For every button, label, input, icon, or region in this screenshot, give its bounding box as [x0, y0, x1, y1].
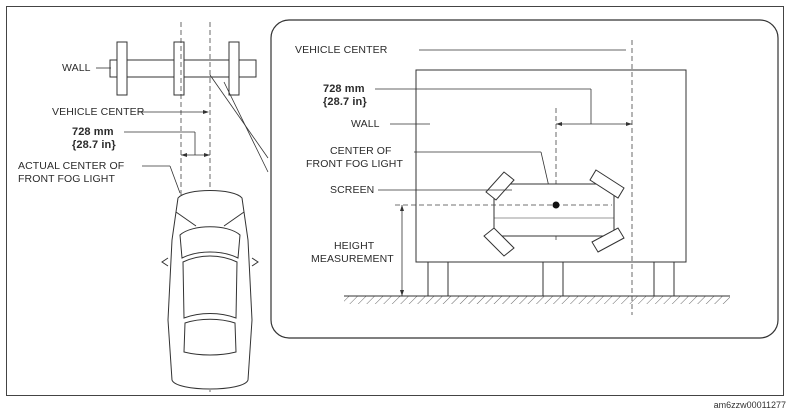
wall-label-right: WALL — [351, 118, 380, 130]
figure-code: am6zzw00011277 — [713, 400, 786, 410]
car-top-view — [161, 190, 259, 390]
height-measurement-label-line1: HEIGHT — [334, 240, 375, 252]
actual-center-label-line2: FRONT FOG LIGHT — [18, 173, 115, 185]
distance-in-label-left: {28.7 in} — [72, 139, 116, 151]
actual-center-label-line1: ACTUAL CENTER OF — [18, 160, 125, 172]
vehicle-center-label-left: VEHICLE CENTER — [52, 106, 145, 118]
center-of-fog-light-label-line2: FRONT FOG LIGHT — [306, 158, 403, 170]
center-of-fog-light-label-line1: CENTER OF — [330, 145, 392, 157]
wall-label-left: WALL — [62, 62, 91, 74]
wall-top-view — [109, 41, 257, 96]
vehicle-center-label-right: VEHICLE CENTER — [295, 44, 388, 56]
diagram-frame — [6, 6, 784, 396]
fog-light-center-point — [552, 201, 560, 209]
distance-in-label-right: {28.7 in} — [323, 96, 367, 108]
ground — [344, 296, 730, 304]
screen-label: SCREEN — [330, 184, 375, 196]
wall-legs — [427, 261, 675, 297]
screen — [483, 169, 625, 257]
distance-mm-label-right: 728 mm — [323, 83, 365, 95]
height-measurement-label-line2: MEASUREMENT — [311, 253, 394, 265]
inset-panel — [270, 19, 779, 339]
distance-mm-label-left: 728 mm — [72, 126, 114, 138]
